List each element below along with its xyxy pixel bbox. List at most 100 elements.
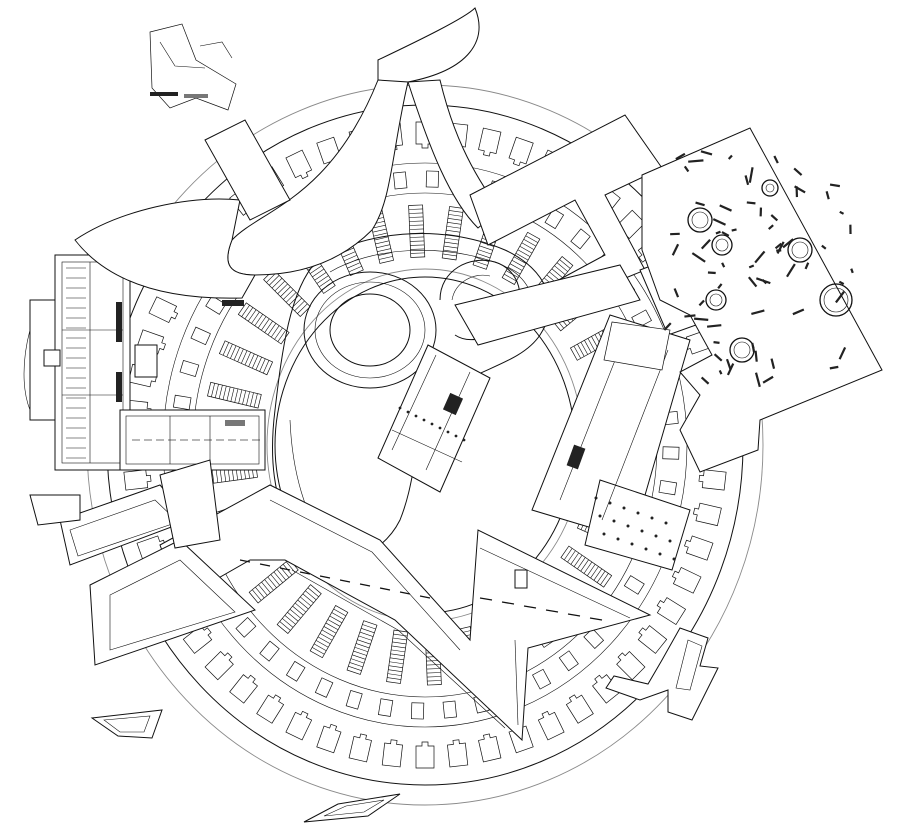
north-blades (74, 7, 501, 299)
column-dot (644, 547, 648, 551)
pavilion-south (303, 793, 401, 823)
ring-cell (671, 566, 702, 594)
wedge-building-southwest (29, 459, 256, 666)
ruin-fragment (731, 228, 737, 232)
ring-inner-cell (172, 394, 192, 411)
ruin-fragment (717, 283, 723, 289)
dash (589, 617, 603, 621)
ruin-fragment (700, 238, 711, 250)
ring-inner-cell (662, 446, 680, 460)
stair-band (237, 302, 290, 345)
ruin-fragment (747, 276, 758, 288)
apse-inner (791, 241, 809, 259)
ring-inner-cell (658, 479, 678, 496)
ruin-fragment (691, 252, 706, 263)
ruin-fragment (721, 262, 726, 268)
column-dot (430, 422, 434, 426)
ring-inner-cell (190, 326, 211, 346)
ruin-fragment (721, 231, 730, 237)
dash (379, 587, 391, 591)
dash (567, 613, 581, 617)
ring-inner-cell (285, 660, 306, 682)
dash (339, 579, 351, 583)
ruins-district-east (641, 127, 883, 473)
column-dot (602, 532, 606, 536)
apse-inner (765, 183, 775, 193)
column-dot (640, 529, 644, 533)
stair-band (346, 620, 378, 675)
column-dot (654, 534, 658, 538)
dash (523, 605, 537, 609)
dash (299, 571, 311, 575)
apse-inner (823, 287, 849, 313)
dash (239, 559, 251, 563)
ruin-fragment (786, 263, 796, 278)
ring-cell (229, 674, 258, 704)
apse (819, 283, 853, 317)
apse (711, 234, 733, 256)
dash (359, 583, 371, 587)
ruin-fragment (706, 324, 722, 328)
column-dot (612, 519, 616, 523)
ring-cell (316, 723, 342, 754)
ruin-fragment (773, 155, 779, 164)
column-dot (422, 418, 426, 422)
fragment-cluster-north (149, 23, 237, 111)
fragment-cluster-southeast (605, 627, 719, 721)
dash (279, 567, 291, 571)
column-dot (398, 406, 402, 410)
ruin-fragment (707, 271, 716, 275)
ruin-fragment (713, 353, 723, 362)
ring-cell (637, 625, 668, 654)
ruin-fragment (770, 214, 779, 222)
ring-inner-cell (532, 668, 552, 690)
apse (705, 289, 727, 311)
stair-band (218, 340, 274, 376)
pavilion-southwest (90, 709, 163, 739)
ring-inner-cell (425, 170, 439, 188)
stair-band (263, 269, 311, 317)
ring-cell (684, 535, 714, 561)
ruin-fragment (744, 175, 750, 186)
column-dot (650, 516, 654, 520)
stair-band (309, 605, 349, 659)
dash (545, 609, 559, 613)
ruin-fragment (782, 238, 794, 249)
stair-band (276, 584, 322, 635)
ruin-fragment (725, 358, 732, 371)
dash (479, 597, 493, 601)
ruin-fragment (663, 322, 672, 331)
ring-inner-cell (205, 295, 227, 315)
ruin-fragment (748, 167, 754, 183)
ring-inner-cell (442, 700, 457, 719)
column-dot (668, 539, 672, 543)
ring-cell (478, 127, 502, 157)
ring-inner-cell (570, 228, 591, 250)
ruin-fragment (768, 224, 774, 230)
ring-cell (698, 469, 727, 491)
ring-inner-cell (558, 650, 579, 672)
apse-inner (733, 341, 751, 359)
ring-inner-cell (345, 689, 363, 710)
ring-cell (692, 502, 722, 527)
ruin-fragment (751, 309, 765, 316)
ruin-fragment (683, 165, 690, 173)
ruin-fragment (776, 249, 782, 252)
ruin-fragment (684, 314, 696, 318)
ruin-fragment (671, 243, 680, 256)
ring-cell (415, 741, 435, 769)
ruin-fragment (759, 207, 763, 217)
ruin-fragment (748, 264, 755, 269)
column-dot (598, 514, 602, 518)
ring-cell (478, 733, 502, 763)
ring-cell (256, 694, 285, 724)
ruin-fragment (850, 268, 854, 274)
column-dot (406, 410, 410, 414)
ring-cell (285, 710, 313, 741)
ruin-fragments (663, 150, 854, 388)
zigzag-building (159, 484, 652, 742)
ruin-fragment (762, 375, 774, 384)
ring-inner-cell (544, 208, 565, 230)
ruin-fragment (715, 230, 721, 235)
slab-building-east (531, 314, 691, 571)
